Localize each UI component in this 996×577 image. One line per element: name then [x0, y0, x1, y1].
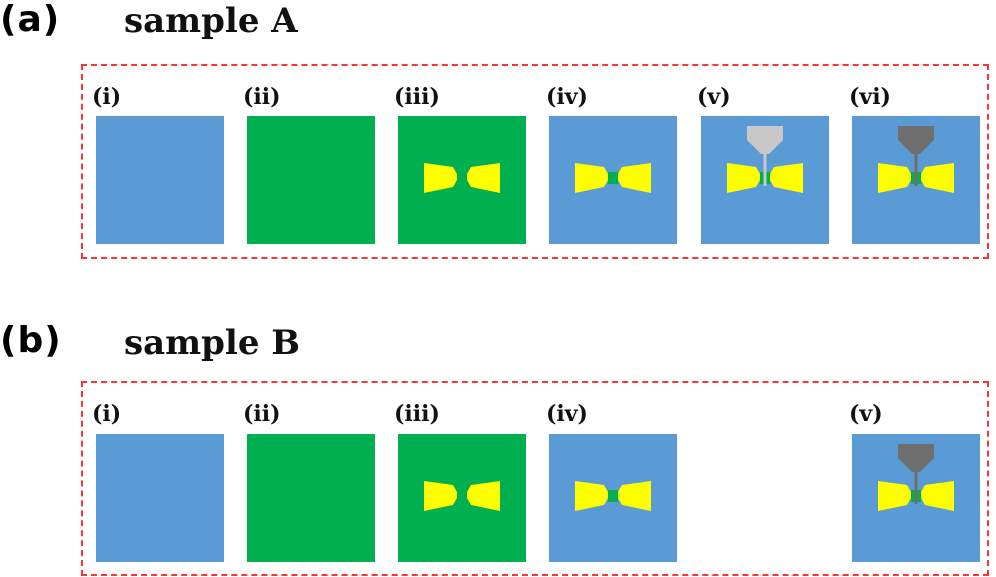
panel-a-frame — [81, 64, 989, 259]
right-electrode — [467, 163, 500, 193]
panel-b-letter: (b) — [0, 320, 62, 361]
panel-a-tile — [398, 116, 526, 244]
probe-tip-body — [898, 444, 934, 472]
step-illustration — [852, 434, 980, 562]
panel-a-step-label: (v) — [697, 84, 731, 110]
panel-a-tile — [852, 116, 980, 244]
left-electrode — [878, 481, 911, 511]
probe-needle — [914, 154, 918, 186]
step-illustration — [398, 434, 526, 562]
panel-b-tile — [398, 434, 526, 562]
panel-b-tile — [852, 434, 980, 562]
panel-b-tile — [247, 434, 375, 562]
channel-gap — [608, 490, 618, 502]
panel-a-step-label: (ii) — [243, 84, 281, 110]
panel-b-frame — [81, 381, 989, 576]
left-electrode — [424, 163, 457, 193]
step-illustration — [96, 116, 224, 244]
substrate-square — [247, 434, 375, 562]
left-electrode — [575, 481, 608, 511]
step-illustration — [549, 434, 677, 562]
panel-b-title: sample B — [124, 323, 301, 363]
step-illustration — [247, 434, 375, 562]
substrate-square — [96, 434, 224, 562]
substrate-square — [96, 116, 224, 244]
panel-a-step-label: (vi) — [849, 84, 891, 110]
right-electrode — [467, 481, 500, 511]
probe-needle — [763, 154, 767, 186]
panel-a-tile — [96, 116, 224, 244]
panel-b-tile — [96, 434, 224, 562]
step-illustration — [852, 116, 980, 244]
step-illustration — [549, 116, 677, 244]
channel-gap — [457, 172, 467, 184]
substrate-square — [247, 116, 375, 244]
step-illustration — [96, 434, 224, 562]
right-electrode — [618, 481, 651, 511]
panel-a-tile — [701, 116, 829, 244]
step-illustration — [398, 116, 526, 244]
channel-gap — [608, 172, 618, 184]
right-electrode — [921, 163, 954, 193]
step-illustration — [701, 116, 829, 244]
right-electrode — [618, 163, 651, 193]
left-electrode — [424, 481, 457, 511]
panel-a-step-label: (iv) — [546, 84, 588, 110]
probe-tip-body — [898, 126, 934, 154]
probe-needle — [914, 472, 918, 504]
panel-a-title: sample A — [124, 1, 298, 41]
panel-b-step-label: (ii) — [243, 401, 281, 427]
panel-a-step-label: (iii) — [394, 84, 440, 110]
left-electrode — [878, 163, 911, 193]
right-electrode — [921, 481, 954, 511]
panel-a-tile — [549, 116, 677, 244]
panel-b-tile — [549, 434, 677, 562]
panel-b-step-label: (v) — [849, 401, 883, 427]
panel-b-step-label: (i) — [92, 401, 122, 427]
step-illustration — [247, 116, 375, 244]
left-electrode — [727, 163, 760, 193]
panel-b-step-label: (iv) — [546, 401, 588, 427]
channel-gap — [457, 490, 467, 502]
panel-a-letter: (a) — [0, 0, 61, 40]
left-electrode — [575, 163, 608, 193]
panel-a-step-label: (i) — [92, 84, 122, 110]
panel-a-tile — [247, 116, 375, 244]
probe-tip-body — [747, 126, 783, 154]
panel-b-step-label: (iii) — [394, 401, 440, 427]
right-electrode — [770, 163, 803, 193]
